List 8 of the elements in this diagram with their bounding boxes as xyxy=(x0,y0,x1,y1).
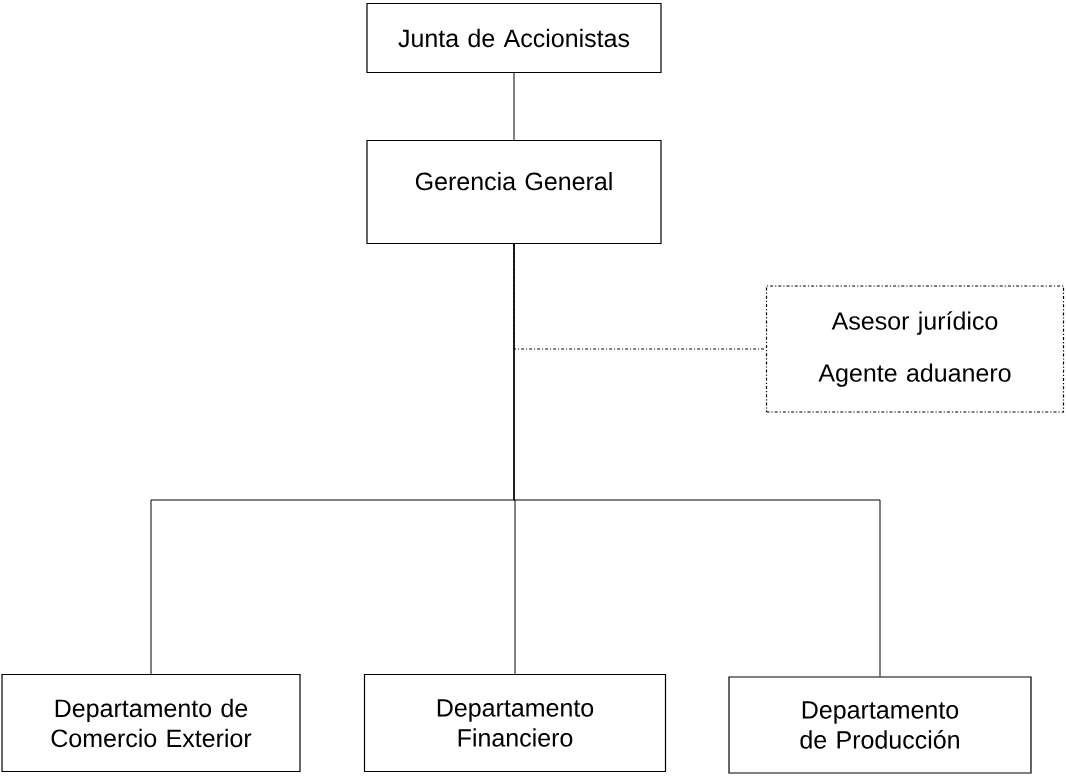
connector-line xyxy=(513,72,515,141)
adviser-box: Asesor jurídico Agente aduanero xyxy=(765,285,1065,413)
org-box: Gerencia General xyxy=(366,139,662,245)
org-box: Departamento de Producción xyxy=(728,676,1032,774)
connector-line xyxy=(513,243,881,677)
org-box: Junta de Accionistas xyxy=(366,2,662,74)
org-box: Departamento Financiero xyxy=(363,673,667,773)
org-box: Departamento de Comercio Exterior xyxy=(1,673,301,773)
